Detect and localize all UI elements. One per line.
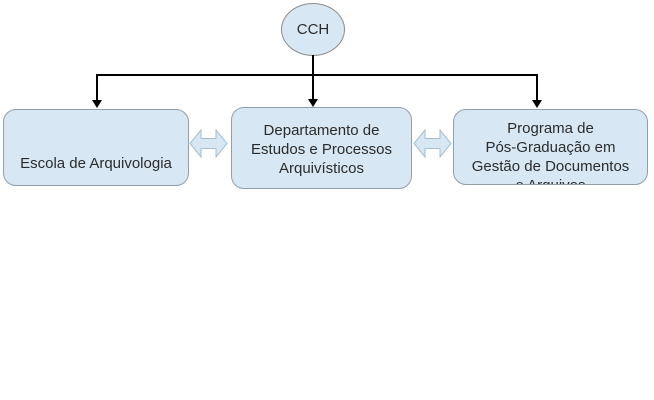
node-label-line: Escola de Arquivologia	[20, 155, 172, 172]
connector-line-root	[312, 55, 314, 101]
node-label-line: Departamento de	[263, 122, 380, 139]
node-label: Escola de Arquivologia	[6, 154, 186, 173]
node-label-line: Estudos e Processos	[251, 141, 392, 158]
node-label-line: Gestão de Documentos	[471, 158, 630, 175]
root-node-label: CCH	[296, 21, 330, 38]
node-escola-de-arquivologia: Escola de Arquivologia	[3, 109, 189, 186]
node-programa-pos-graduacao: Programa de Pós-Graduação em Gestão de D…	[453, 109, 648, 185]
arrow-down-icon	[308, 99, 318, 107]
node-label: Departamento de Estudos e Processos Arqu…	[234, 121, 409, 178]
node-label-line-clipped: e Arquivos	[456, 176, 645, 184]
connector-line-horizontal	[96, 74, 538, 76]
node-label-line: Arquivísticos	[278, 160, 365, 177]
connector-line-right	[536, 74, 538, 101]
double-arrow-icon	[413, 129, 452, 158]
arrow-down-icon	[532, 100, 542, 108]
arrow-down-icon	[92, 100, 102, 108]
node-label-line: Pós-Graduação em	[485, 139, 616, 156]
node-departamento-estudos-processos: Departamento de Estudos e Processos Arqu…	[231, 107, 412, 189]
connector-line-left	[96, 74, 98, 101]
node-label-line: Programa de	[507, 120, 594, 137]
root-node-cch: CCH	[281, 3, 345, 56]
node-label: Programa de Pós-Graduação em Gestão de D…	[456, 119, 645, 184]
double-arrow-icon	[189, 129, 228, 158]
